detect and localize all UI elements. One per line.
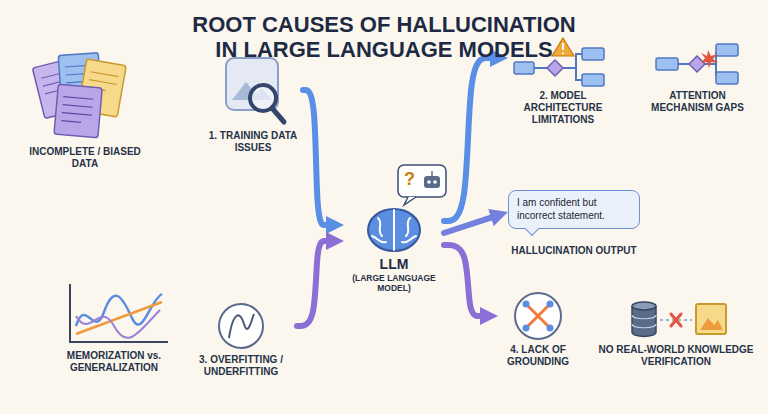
speech-bubble-node: I am confident but incorrect statement. H… — [508, 190, 640, 257]
question-mark: ? — [404, 170, 415, 188]
chart-icon — [70, 284, 168, 342]
verification-icon — [632, 302, 726, 337]
grounding-icon — [547, 325, 554, 332]
grounding-icon — [526, 304, 550, 328]
icon-node: 2. MODEL ARCHITECTURE LIMITATIONS — [508, 34, 618, 126]
icon-node: NO REAL-WORLD KNOWLEDGE VERIFICATION — [596, 296, 756, 368]
icon-node: 3. OVERFITTING / UNDERFITTING — [185, 302, 297, 378]
attention-icon — [701, 50, 718, 68]
attention-icon — [716, 72, 738, 84]
node-text: 4. LACK OF GROUNDING — [498, 344, 578, 368]
verification-icon — [696, 304, 726, 334]
verification-icon — [700, 318, 723, 330]
diagram-title: ROOT CAUSES OF HALLUCINATION IN LARGE LA… — [184, 12, 584, 63]
documents-icon — [54, 84, 102, 138]
icon-node: ATTENTION MECHANISM GAPS — [645, 34, 750, 114]
attention-icon — [689, 56, 705, 72]
grounding-icon — [523, 325, 530, 332]
verification-icon — [632, 302, 656, 310]
flow-arrow — [297, 241, 326, 326]
icon-node: 4. LACK OF GROUNDING — [498, 290, 578, 368]
question-bubble — [404, 197, 416, 205]
fit-icon — [219, 304, 263, 348]
verification-icon — [632, 315, 656, 328]
brain-icon — [368, 209, 420, 251]
question-bubble — [427, 180, 431, 184]
flowchart-icon — [547, 60, 563, 76]
flowchart-icon — [582, 74, 604, 86]
node-text: 3. OVERFITTING / UNDERFITTING — [185, 354, 297, 378]
fit-icon — [229, 314, 254, 338]
icon-node: INCOMPLETE / BIASED DATA — [28, 48, 142, 170]
brain-icon — [372, 210, 416, 250]
question-bubble — [398, 165, 446, 197]
question-bubble — [433, 180, 437, 184]
question-bubble — [431, 171, 433, 176]
chart-icon — [76, 302, 162, 334]
grounding-icon — [515, 293, 561, 339]
brain-icon — [368, 209, 420, 251]
flow-arrow — [444, 58, 490, 221]
question-bubble — [398, 165, 446, 205]
fit-icon — [219, 304, 263, 348]
node-text: INCOMPLETE / BIASED DATA — [28, 146, 142, 170]
node-subtext: HALLUCINATION OUTPUT — [508, 245, 640, 257]
question-bubble — [424, 176, 440, 188]
documents-icon — [61, 97, 93, 124]
chart-icon — [76, 310, 160, 338]
attention-icon — [656, 44, 738, 84]
model-node: LLM (LARGE LANGUAGE MODEL) — [344, 205, 444, 294]
icon-node: MEMORIZATION vs. GENERALIZATION — [52, 278, 176, 374]
node-text: MEMORIZATION vs. GENERALIZATION — [52, 350, 176, 374]
grounding-icon — [523, 301, 530, 308]
node-text: 1. TRAINING DATA ISSUES — [203, 130, 303, 154]
attention-icon — [656, 58, 678, 70]
icon-node: 1. TRAINING DATA ISSUES — [203, 52, 303, 154]
flowchart-icon — [582, 48, 604, 60]
flow-arrow — [444, 245, 480, 316]
grounding-icon — [547, 301, 554, 308]
node-subtext: (LARGE LANGUAGE MODEL) — [344, 274, 444, 294]
chart-icon — [70, 284, 168, 342]
flow-arrow — [303, 90, 326, 225]
magnifier-icon — [226, 58, 278, 110]
node-text: I am confident but incorrect statement. — [508, 190, 640, 229]
node-text: 2. MODEL ARCHITECTURE LIMITATIONS — [508, 90, 618, 126]
magnifier-icon — [272, 108, 284, 122]
flow-arrow — [444, 218, 491, 233]
node-text: NO REAL-WORLD KNOWLEDGE VERIFICATION — [596, 344, 756, 368]
flowchart-icon — [514, 62, 534, 74]
documents-icon — [54, 84, 102, 138]
attention-icon — [716, 44, 738, 56]
node-text: LLM — [344, 257, 444, 272]
magnifier-icon — [226, 58, 284, 122]
grounding-icon — [515, 293, 561, 339]
node-text: ATTENTION MECHANISM GAPS — [645, 90, 750, 114]
flowchart-icon — [562, 43, 564, 54]
documents-icon — [32, 53, 126, 138]
flowchart-icon — [552, 38, 574, 56]
verification-icon — [671, 314, 681, 326]
